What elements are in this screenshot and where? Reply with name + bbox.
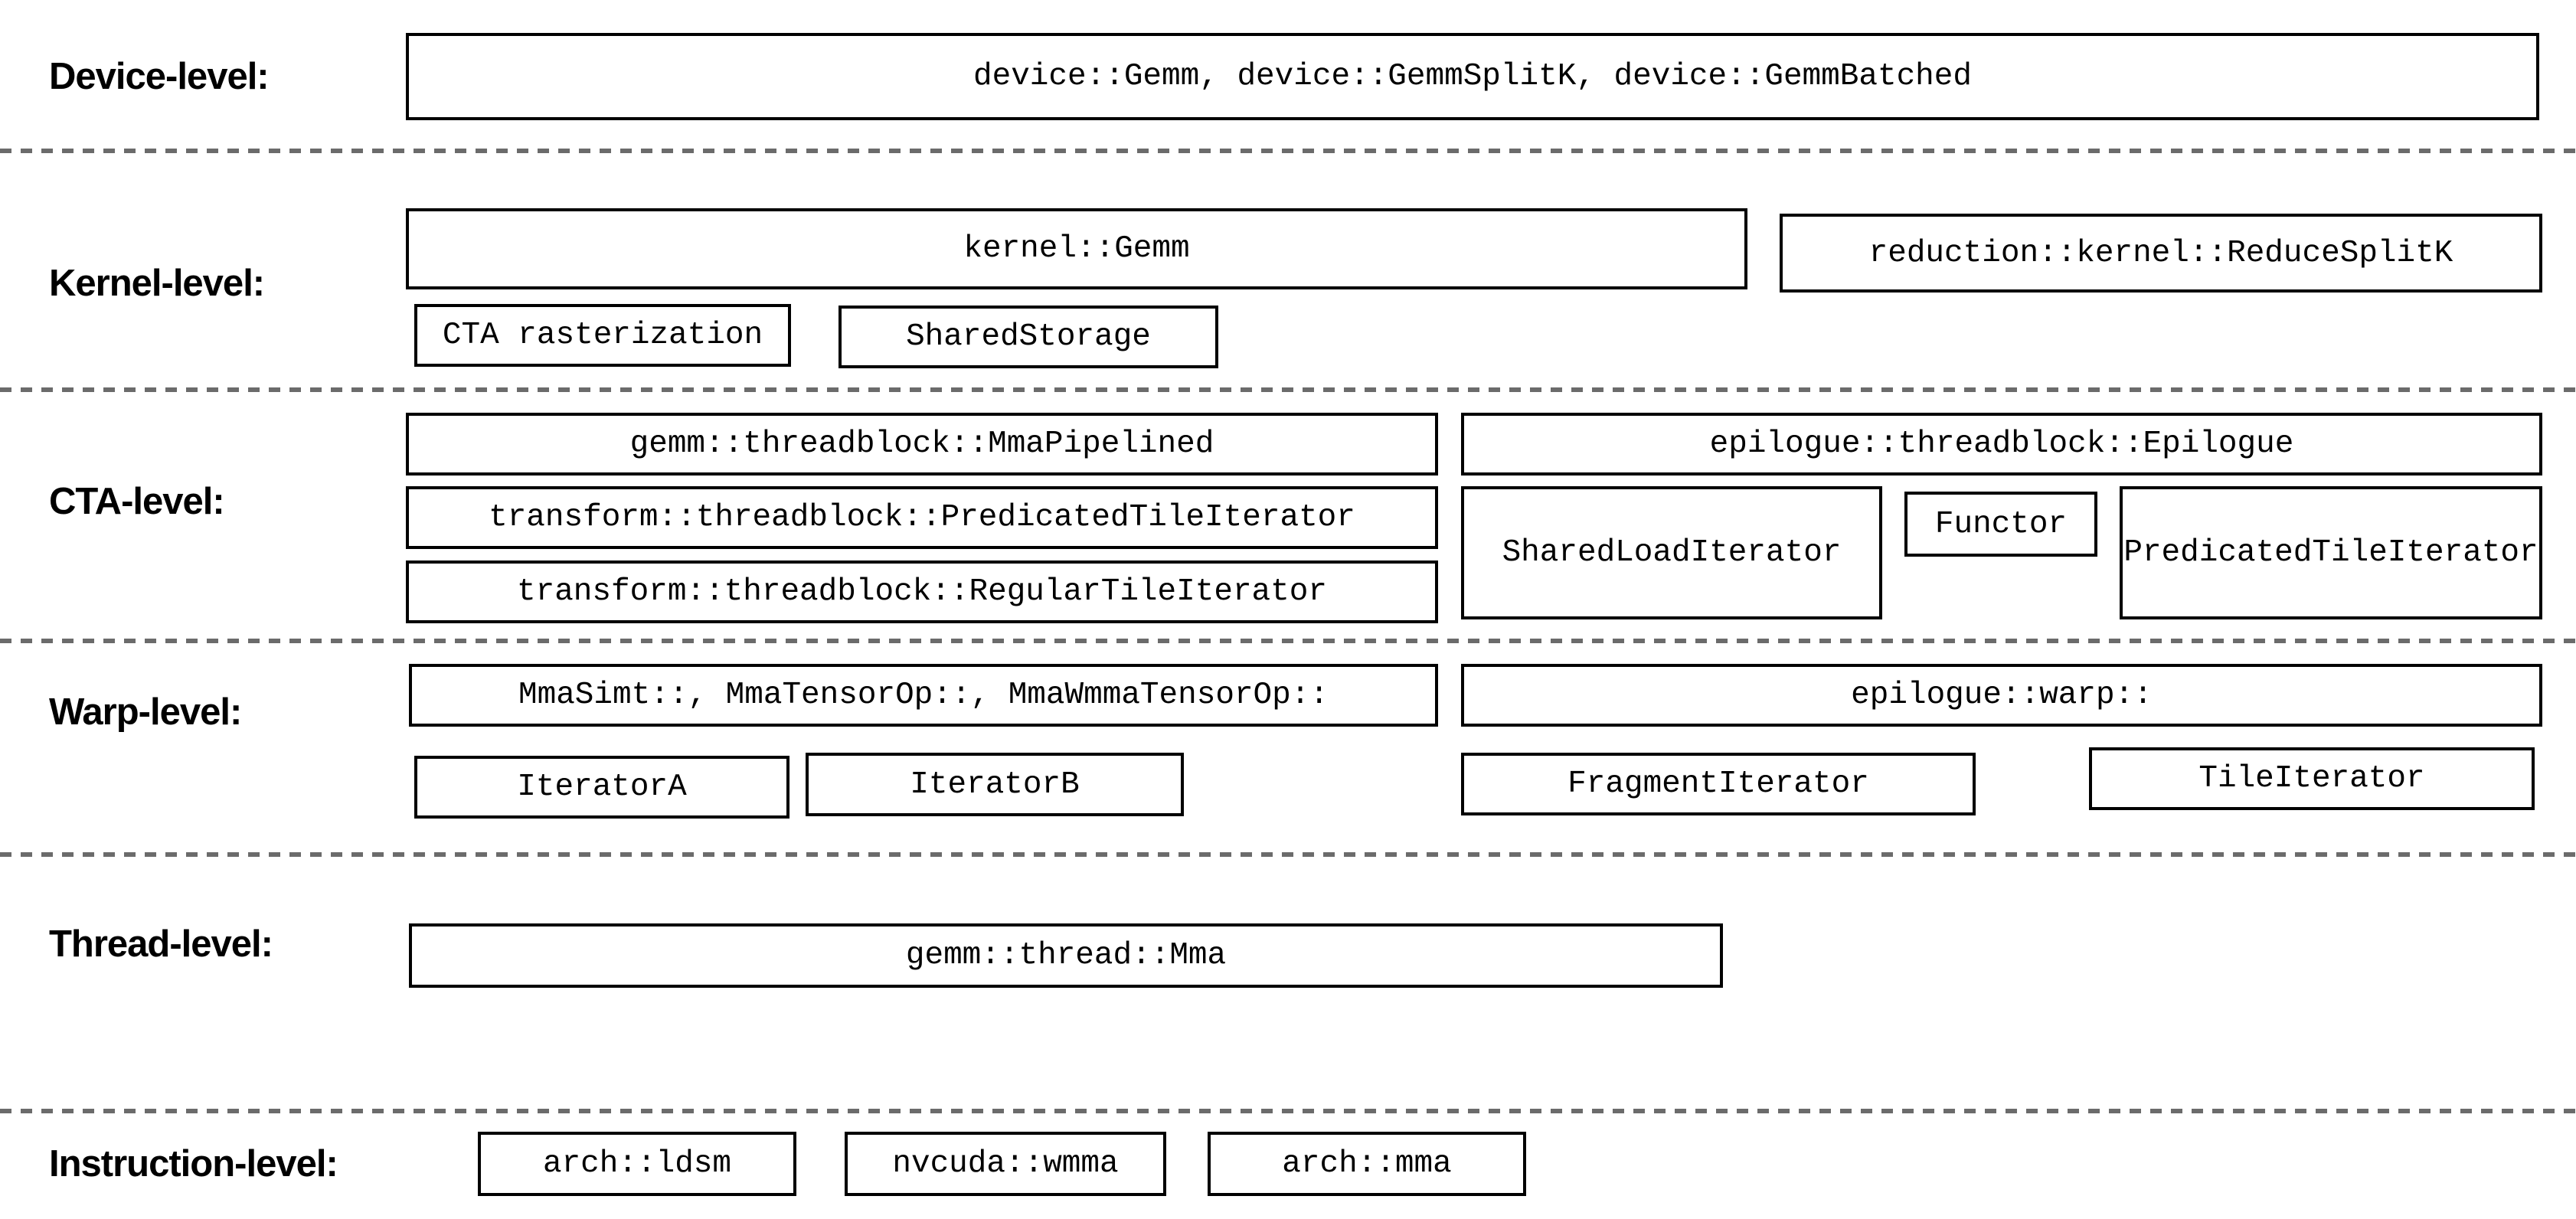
fragment-iterator-box: FragmentIterator xyxy=(1461,753,1976,815)
predicated-tile-iterator-epilogue-box: PredicatedTileIterator xyxy=(2120,486,2542,619)
nvcuda-wmma-box: nvcuda::wmma xyxy=(845,1132,1166,1196)
epilogue-threadblock-box: epilogue::threadblock::Epilogue xyxy=(1461,413,2542,476)
device-level-label: Device-level: xyxy=(49,56,270,97)
warp-mma-box: MmaSimt::, MmaTensorOp::, MmaWmmaTensorO… xyxy=(409,664,1438,727)
kernel-gemm-box: kernel::Gemm xyxy=(406,208,1747,289)
tile-iterator-box: TileIterator xyxy=(2089,747,2535,810)
separator-thread-instruction xyxy=(0,1109,2576,1113)
reduce-splitk-box: reduction::kernel::ReduceSplitK xyxy=(1780,214,2542,292)
warp-level-label: Warp-level: xyxy=(49,691,242,733)
device-gemm-box: device::Gemm, device::GemmSplitK, device… xyxy=(406,33,2539,120)
separator-warp-thread xyxy=(0,852,2576,857)
arch-ldsm-box: arch::ldsm xyxy=(478,1132,796,1196)
separator-kernel-cta xyxy=(0,387,2576,392)
cta-level-label: CTA-level: xyxy=(49,481,225,522)
kernel-level-label: Kernel-level: xyxy=(49,263,265,304)
predicated-tile-iterator-transform-box: transform::threadblock::PredicatedTileIt… xyxy=(406,486,1438,549)
arch-mma-box: arch::mma xyxy=(1208,1132,1526,1196)
iterator-b-box: IteratorB xyxy=(806,753,1184,816)
regular-tile-iterator-box: transform::threadblock::RegularTileItera… xyxy=(406,560,1438,623)
mma-pipelined-box: gemm::threadblock::MmaPipelined xyxy=(406,413,1438,476)
iterator-a-box: IteratorA xyxy=(414,756,789,819)
shared-storage-box: SharedStorage xyxy=(839,306,1218,368)
separator-cta-warp xyxy=(0,639,2576,643)
epilogue-warp-box: epilogue::warp:: xyxy=(1461,664,2542,727)
instruction-level-label: Instruction-level: xyxy=(49,1143,338,1185)
thread-mma-box: gemm::thread::Mma xyxy=(409,923,1723,988)
functor-box: Functor xyxy=(1904,492,2097,557)
separator-device-kernel xyxy=(0,149,2576,153)
shared-load-iterator-box: SharedLoadIterator xyxy=(1461,486,1882,619)
thread-level-label: Thread-level: xyxy=(49,923,273,965)
cta-rasterization-box: CTA rasterization xyxy=(414,304,791,367)
